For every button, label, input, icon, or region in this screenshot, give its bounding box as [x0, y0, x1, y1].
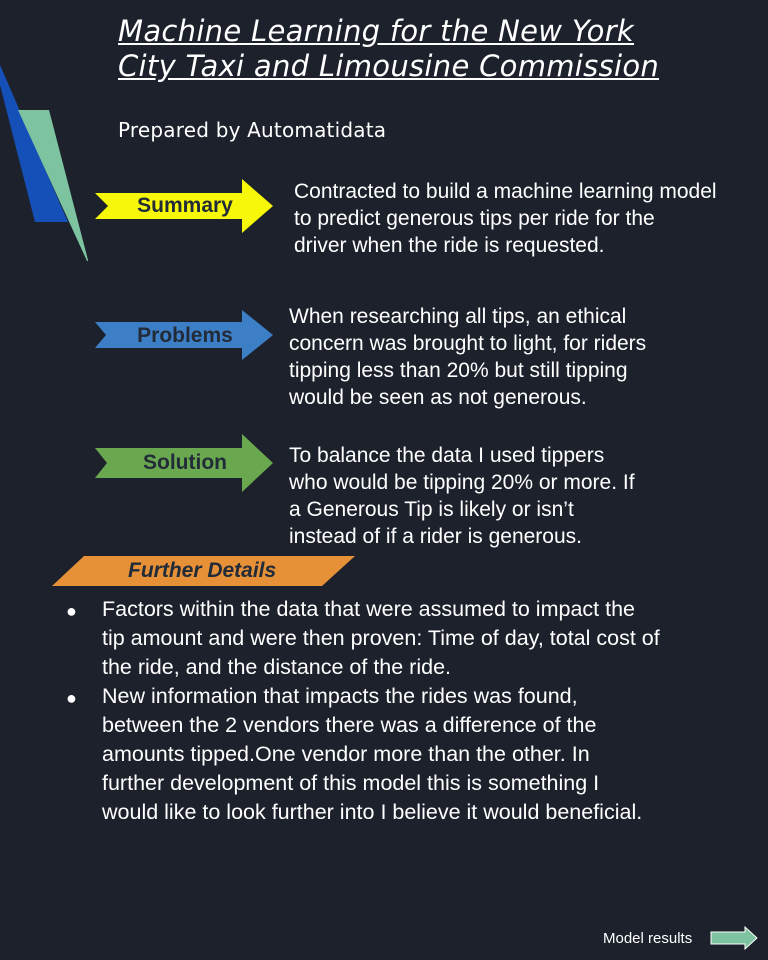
- subtitle: Prepared by Automatidata: [118, 118, 387, 142]
- problems-line: concern was brought to light, for riders: [289, 332, 647, 355]
- right-arrow-icon[interactable]: [709, 926, 759, 950]
- problems-line: would be seen as not generous.: [289, 386, 587, 409]
- further-details-banner: Further Details: [52, 556, 356, 586]
- list-item-line: between the 2 vendors there was a differ…: [102, 713, 597, 737]
- decorative-green-stripe: [18, 110, 88, 261]
- further-details-list: ● Factors within the data that were assu…: [60, 595, 740, 827]
- title-line-1: Machine Learning for the New York: [118, 14, 635, 48]
- bullet-icon: ●: [66, 601, 77, 621]
- solution-arrow-shape: [95, 434, 273, 492]
- list-item-line: the ride, and the distance of the ride.: [102, 655, 452, 679]
- problems-line: When researching all tips, an ethical: [289, 305, 627, 328]
- summary-arrow-shape: [95, 179, 273, 233]
- solution-line: a Generous Tip is likely or isn’t: [289, 498, 574, 521]
- summary-description: Contracted to build a machine learning m…: [294, 178, 764, 259]
- list-item-line: New information that impacts the rides w…: [102, 684, 578, 708]
- solution-line: who would be tipping 20% or more. If: [289, 471, 635, 494]
- bullet-icon: ●: [66, 688, 77, 708]
- list-item-line: would like to look further into I believ…: [102, 800, 643, 824]
- solution-description: To balance the data I used tippers who w…: [289, 442, 739, 550]
- problems-description: When researching all tips, an ethical co…: [289, 303, 739, 411]
- list-item-line: further development of this model this i…: [102, 771, 600, 795]
- list-item-line: Factors within the data that were assume…: [102, 597, 635, 621]
- problems-label: Problems: [137, 324, 233, 347]
- list-item-line: amounts tipped.One vendor more than the …: [102, 742, 590, 766]
- list-item: ● New information that impacts the rides…: [60, 682, 740, 827]
- further-details-shape: [52, 556, 355, 586]
- page-title: Machine Learning for the New York City T…: [118, 14, 738, 84]
- title-line-2: City Taxi and Limousine Commission: [118, 49, 660, 83]
- solution-label: Solution: [143, 451, 227, 474]
- further-details-label: Further Details: [128, 559, 277, 582]
- list-item-line: tip amount and were then proven: Time of…: [102, 626, 660, 650]
- problems-line: tipping less than 20% but still tipping: [289, 359, 628, 382]
- summary-line: Contracted to build a machine learning m…: [294, 180, 717, 203]
- solution-line: instead of if a rider is generous.: [289, 525, 582, 548]
- model-results-link[interactable]: Model results: [603, 930, 693, 947]
- summary-section-badge: Summary: [95, 179, 275, 233]
- summary-label: Summary: [137, 194, 233, 217]
- solution-section-badge: Solution: [95, 434, 275, 492]
- decorative-stripes: [0, 65, 88, 261]
- list-item: ● Factors within the data that were assu…: [60, 595, 740, 682]
- summary-line: to predict generous tips per ride for th…: [294, 207, 655, 230]
- problems-section-badge: Problems: [95, 310, 275, 364]
- solution-line: To balance the data I used tippers: [289, 444, 605, 467]
- problems-arrow-shape: [95, 310, 273, 360]
- summary-line: driver when the ride is requested.: [294, 234, 605, 257]
